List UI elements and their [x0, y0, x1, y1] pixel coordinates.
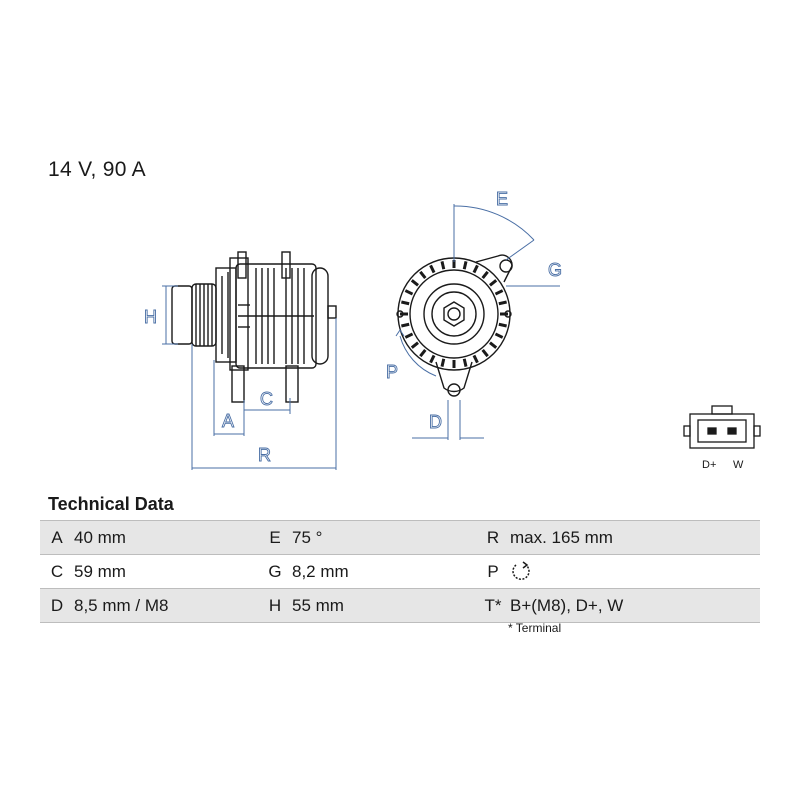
- vent-slot: [401, 300, 410, 306]
- vent-slot: [494, 289, 504, 296]
- param-value: 40 mm: [74, 520, 258, 555]
- param-key: C: [40, 554, 74, 589]
- param-key: E: [258, 520, 292, 555]
- dim-label-h: H: [144, 307, 157, 327]
- alternator-front-view: [396, 254, 513, 397]
- dim-label-r: R: [258, 445, 271, 465]
- alternator-side-view: [171, 251, 337, 403]
- dim-label-g: G: [548, 260, 562, 280]
- vent-slot: [472, 264, 479, 274]
- vent-slot: [494, 332, 504, 339]
- table-row: A 40 mm E 75 ° R max. 165 mm: [40, 520, 760, 555]
- vent-slot: [462, 261, 468, 270]
- vent-slot: [498, 322, 507, 328]
- dim-label-d: D: [429, 412, 442, 432]
- connector-label-dplus: D+: [702, 459, 716, 471]
- param-key: D: [40, 588, 74, 623]
- vent-slot: [481, 270, 489, 279]
- vent-slot: [419, 349, 427, 358]
- technical-data-title: Technical Data: [48, 494, 174, 514]
- vent-slot: [489, 341, 498, 349]
- footnote: * Terminal: [508, 621, 562, 635]
- param-key: A: [40, 520, 74, 555]
- param-key: R: [476, 520, 510, 555]
- front-vent-slots: [400, 260, 508, 368]
- dim-label-p: P: [386, 362, 398, 382]
- param-key: G: [258, 554, 292, 589]
- vent-slot: [404, 289, 414, 296]
- cooling-fins: [221, 268, 314, 364]
- vent-slot: [481, 349, 489, 358]
- plug-connector: [683, 405, 761, 449]
- dim-label-a: A: [222, 411, 234, 431]
- dim-label-e: E: [496, 189, 508, 209]
- param-value: B+(M8), D+, W: [510, 588, 760, 623]
- param-value: 75 °: [292, 520, 476, 555]
- param-value: max. 165 mm: [510, 520, 760, 555]
- param-key: T*: [476, 588, 510, 623]
- table-row: D 8,5 mm / M8 H 55 mm T* B+(M8), D+, W: [40, 588, 760, 623]
- side-dimensions: [162, 285, 337, 470]
- dim-label-c: C: [260, 389, 273, 409]
- vent-slot: [410, 341, 419, 349]
- vent-slot: [440, 358, 446, 367]
- param-value: 8,5 mm / M8: [74, 588, 258, 623]
- vent-slot: [498, 300, 507, 306]
- page-title: 14 V, 90 A: [48, 158, 146, 181]
- table-row: C 59 mm G 8,2 mm P: [40, 554, 760, 589]
- front-dimensions: [395, 204, 560, 440]
- vent-slot: [429, 264, 436, 274]
- pulley-grooves: [191, 283, 217, 347]
- vent-slot: [429, 354, 436, 364]
- param-value-rotation: [510, 554, 760, 589]
- param-key: P: [476, 554, 510, 589]
- vent-slot: [462, 358, 468, 367]
- vent-slot: [489, 279, 498, 287]
- clockwise-rotation-icon: [512, 560, 530, 580]
- vent-slot: [410, 279, 419, 287]
- technical-data-table: A 40 mm E 75 ° R max. 165 mm C 59 mm G 8…: [40, 520, 760, 623]
- vent-slot: [440, 261, 446, 270]
- param-value: 59 mm: [74, 554, 258, 589]
- param-value: 8,2 mm: [292, 554, 476, 589]
- vent-slot: [472, 354, 479, 364]
- connector-label-w: W: [733, 459, 744, 471]
- param-key: H: [258, 588, 292, 623]
- vent-slot: [419, 270, 427, 279]
- vent-slot: [401, 322, 410, 328]
- param-value: 55 mm: [292, 588, 476, 623]
- vent-slot: [404, 332, 414, 339]
